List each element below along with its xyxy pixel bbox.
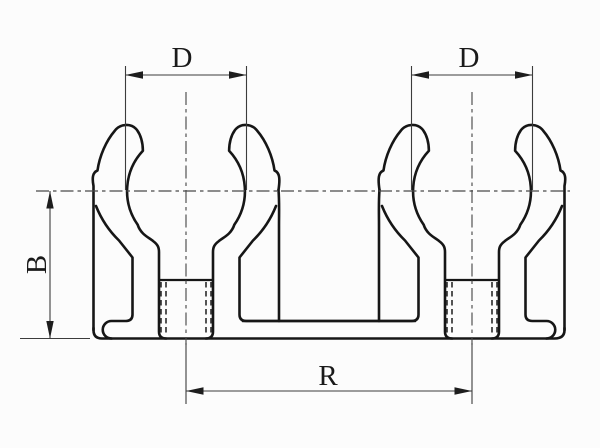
clip-left-leg-inner — [94, 204, 134, 340]
dimension-b: B — [20, 191, 90, 340]
clip-left-finger-and-seat — [91, 123, 168, 340]
arrowhead-left — [411, 71, 429, 79]
dim-label-d-left: D — [172, 42, 193, 74]
arrowhead-right — [454, 387, 472, 395]
arrowhead-right — [229, 71, 247, 79]
arrowhead-left — [186, 387, 204, 395]
left-clip — [91, 123, 417, 340]
clip-right-finger-outer-lower — [277, 188, 281, 323]
dim-label-d-right: D — [459, 42, 480, 74]
dimension-d-right: D — [410, 42, 534, 190]
clip-right-finger-and-seat — [204, 123, 281, 340]
right-clip — [241, 123, 567, 340]
hub-hidden-hole-lines — [160, 282, 212, 336]
base-bottom-edge — [92, 326, 566, 340]
arrowhead-left — [125, 71, 143, 79]
arrowhead-up — [46, 191, 54, 209]
arrowhead-right — [515, 71, 533, 79]
dimension-d-left: D — [124, 42, 248, 190]
dimension-r: R — [185, 343, 473, 404]
clip-right-leg-inner-and-floor — [238, 204, 417, 323]
arrowhead-down — [46, 321, 54, 339]
dim-label-b: B — [21, 255, 53, 274]
dim-label-r: R — [318, 360, 338, 392]
